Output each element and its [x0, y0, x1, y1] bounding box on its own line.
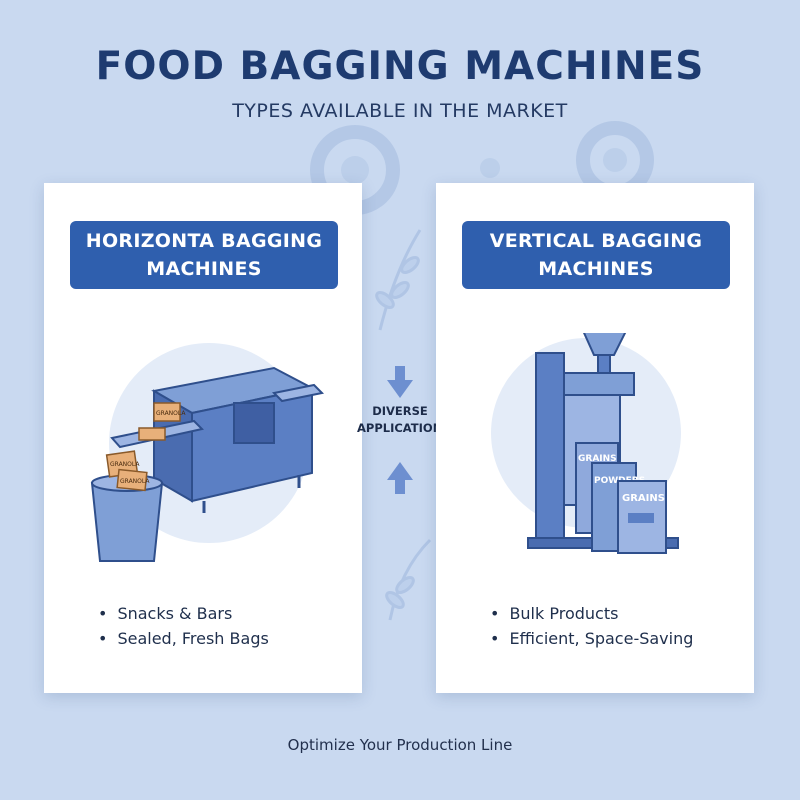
- vertical-machine-card: VERTICAL BAGGING MACHINES GRAINS POWDERS…: [436, 183, 754, 693]
- package-label: GRANOLA: [120, 478, 150, 485]
- horizontal-machine-illustration: GRANOLA GRANOLA GRANOLA: [90, 343, 325, 562]
- horizontal-card-header: HORIZONTA BAGGING MACHINES: [70, 221, 338, 289]
- horizontal-title-line1: HORIZONTA BAGGING: [85, 230, 323, 252]
- horizontal-feature-list: Snacks & Bars Sealed, Fresh Bags: [98, 601, 269, 651]
- package-label: GRANOLA: [110, 461, 140, 468]
- bag-label: GRAINS: [622, 493, 665, 504]
- horizontal-title-line2: MACHINES: [146, 258, 262, 280]
- vertical-feature-list: Bulk Products Efficient, Space-Saving: [490, 601, 693, 651]
- page-subtitle: TYPES AVAILABLE IN THE MARKET: [232, 100, 568, 122]
- diverse-applications-label: DIVERSE APPLICATIONS: [357, 403, 451, 437]
- package-label: GRANOLA: [156, 410, 186, 417]
- vertical-machine-illustration: GRAINS POWDERS GRAINS: [491, 333, 681, 554]
- list-item: Sealed, Fresh Bags: [98, 626, 268, 651]
- center-label-line2: APPLICATIONS: [357, 421, 451, 435]
- gear-icon: [341, 148, 627, 184]
- footer-tagline: Optimize Your Production Line: [287, 736, 513, 754]
- bag-label: GRAINS: [578, 454, 617, 464]
- horizontal-machine-card: HORIZONTA BAGGING MACHINES GRANOLA GRANO…: [44, 183, 362, 693]
- center-label-line1: DIVERSE: [372, 404, 428, 418]
- list-item: Snacks & Bars: [98, 601, 269, 626]
- vertical-title-line2: MACHINES: [538, 258, 654, 280]
- page-title: FOOD BAGGING MACHINES: [95, 44, 705, 89]
- vertical-card-header: VERTICAL BAGGING MACHINES: [462, 221, 730, 289]
- arrow-down-icon: [387, 366, 413, 398]
- list-item: Bulk Products: [490, 601, 693, 626]
- vertical-title-line1: VERTICAL BAGGING: [489, 230, 703, 252]
- list-item: Efficient, Space-Saving: [490, 626, 693, 651]
- arrow-up-icon: [387, 462, 413, 494]
- wheat-icon: [375, 229, 432, 621]
